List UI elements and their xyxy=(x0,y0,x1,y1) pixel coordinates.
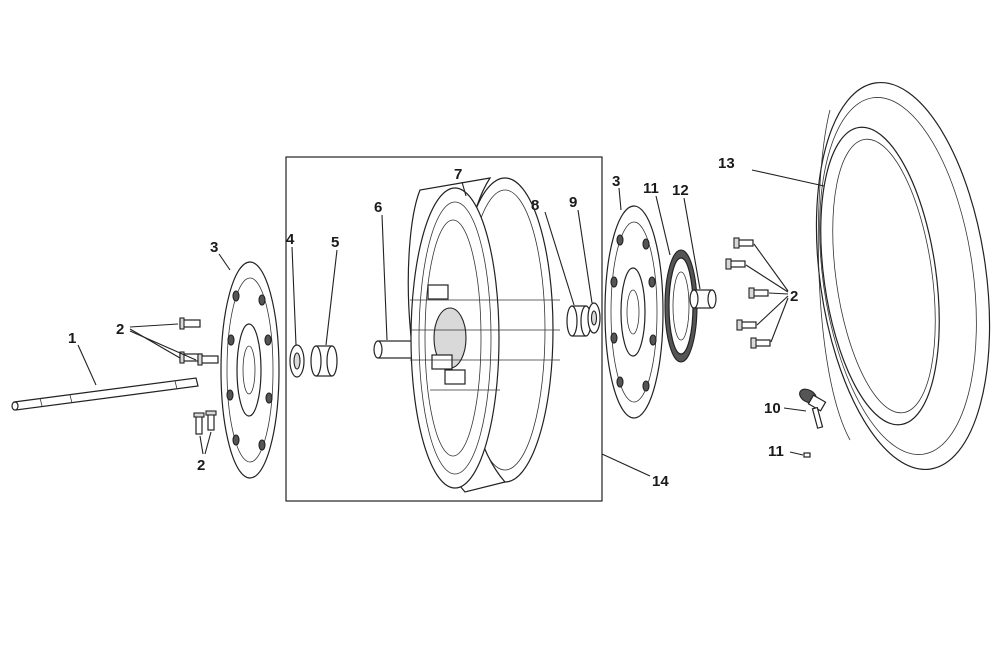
leader-9 xyxy=(577,209,593,304)
leader-2g xyxy=(745,264,789,293)
label-9: 9 xyxy=(569,194,577,211)
label-11-cap: 11 xyxy=(768,443,784,460)
label-2-left-top: 2 xyxy=(116,321,124,338)
leader-5 xyxy=(325,249,338,346)
leader-1 xyxy=(77,344,97,386)
bearing-right xyxy=(587,302,601,334)
tire xyxy=(815,81,991,471)
leader-8 xyxy=(544,211,575,306)
bolts-left-top xyxy=(179,317,219,366)
label-13: 13 xyxy=(718,155,735,172)
leader-2h xyxy=(768,292,789,295)
label-2-left-bottom: 2 xyxy=(197,457,205,474)
bearing-left xyxy=(289,344,305,378)
bolts-left-bottom xyxy=(193,410,217,435)
leader-3-right xyxy=(618,187,622,211)
label-11-ring: 11 xyxy=(643,180,659,197)
leader-2e xyxy=(204,431,212,455)
label-3-left: 3 xyxy=(210,239,218,256)
label-4: 4 xyxy=(286,231,295,248)
label-5: 5 xyxy=(331,234,339,251)
leader-3-left xyxy=(218,253,231,271)
spacer-left xyxy=(310,345,338,377)
leader-7 xyxy=(461,181,467,197)
leader-13 xyxy=(751,169,825,187)
leader-6 xyxy=(381,214,388,341)
leader-2a xyxy=(129,323,179,328)
label-10: 10 xyxy=(764,400,781,417)
rim xyxy=(407,177,560,493)
label-7: 7 xyxy=(454,166,462,183)
valve xyxy=(799,388,827,429)
axle xyxy=(11,377,199,411)
leader-11-ring xyxy=(655,195,671,256)
label-14: 14 xyxy=(652,473,669,490)
brake-disc-left xyxy=(220,261,280,479)
leader-2f xyxy=(753,243,789,292)
label-2-right: 2 xyxy=(790,288,798,305)
label-6: 6 xyxy=(374,199,382,216)
label-1: 1 xyxy=(68,330,76,347)
leader-2d xyxy=(199,435,204,455)
leader-2j xyxy=(770,297,789,343)
spacer-right xyxy=(566,305,592,337)
leader-4 xyxy=(291,246,297,346)
label-3-right: 3 xyxy=(612,173,620,190)
leader-14 xyxy=(601,453,651,477)
bolts-right xyxy=(725,237,771,349)
label-8: 8 xyxy=(531,197,539,214)
leader-2c xyxy=(129,330,197,361)
wheel-assembly-box xyxy=(285,156,603,502)
leader-2b xyxy=(129,328,181,359)
leader-10 xyxy=(783,407,807,412)
leader-11-cap xyxy=(789,451,804,456)
hub-sleeve xyxy=(689,289,717,309)
sprocket-ring xyxy=(664,249,698,363)
brake-disc-right xyxy=(604,205,664,419)
label-12: 12 xyxy=(672,182,689,199)
valve-cap xyxy=(803,452,811,458)
leader-12 xyxy=(683,197,701,290)
leader-2i xyxy=(756,295,789,326)
